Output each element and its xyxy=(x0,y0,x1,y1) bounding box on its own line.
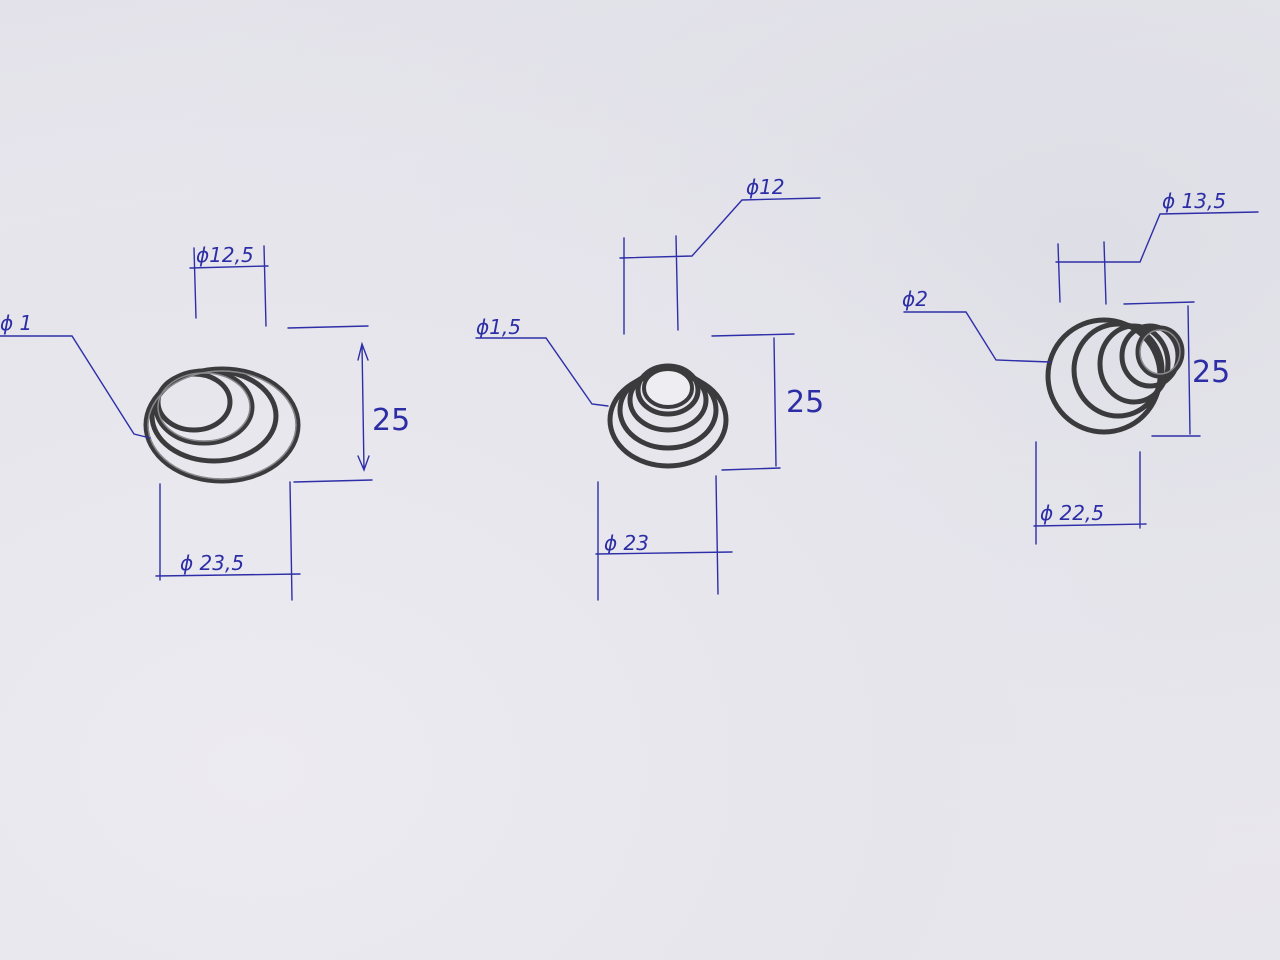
spring-1-small-diameter-dimension: ϕ12,5 xyxy=(189,243,269,327)
spring-2-height-dimension: 25 xyxy=(711,333,824,471)
spring-1-height-dimension: 25 xyxy=(287,325,410,483)
spring-2-wire-diameter-dimension: ϕ1,5 xyxy=(475,315,609,407)
spring-3-base-diameter-dimension: ϕ 22,5 xyxy=(1033,441,1147,545)
spring-3-wire-diameter-dimension: ϕ2 xyxy=(902,287,1051,363)
spring-3-coil xyxy=(1045,317,1185,435)
spring-3-small-diameter-label: ϕ 13,5 xyxy=(1162,189,1226,213)
spring-2-small-diameter-label: ϕ12 xyxy=(746,175,785,199)
spring-2-height-label: 25 xyxy=(786,385,824,420)
spring-2-small-diameter-dimension: ϕ12 xyxy=(619,175,821,335)
spring-2-wire-diameter-label: ϕ1,5 xyxy=(476,315,521,339)
spring-1-coil xyxy=(143,366,301,484)
spring-1-wire-diameter-dimension: ϕ 1 xyxy=(0,311,151,439)
spring-1-small-diameter-label: ϕ12,5 xyxy=(196,243,254,267)
spring-2-base-diameter-label: ϕ 23 xyxy=(604,531,649,555)
spring-3-height-label: 25 xyxy=(1192,355,1230,390)
spring-3-small-diameter-dimension: ϕ 13,5 xyxy=(1055,189,1259,305)
spring-3: ϕ 13,5 ϕ2 25 ϕ 22,5 xyxy=(902,189,1259,545)
spring-3-height-dimension: 25 xyxy=(1123,301,1230,437)
spring-3-base-diameter-label: ϕ 22,5 xyxy=(1040,501,1104,525)
spring-2-coil xyxy=(607,363,729,469)
spring-1-height-label: 25 xyxy=(372,403,410,438)
spring-1-base-diameter-label: ϕ 23,5 xyxy=(180,551,244,575)
spring-3-wire-diameter-label: ϕ2 xyxy=(902,287,928,311)
spring-1: ϕ12,5 ϕ 1 25 ϕ 23,5 xyxy=(0,243,410,601)
spring-2-base-diameter-dimension: ϕ 23 xyxy=(595,475,733,601)
spring-2: ϕ12 ϕ1,5 25 ϕ 23 xyxy=(475,175,824,601)
spring-1-wire-diameter-label: ϕ 1 xyxy=(0,311,32,335)
spring-1-base-diameter-dimension: ϕ 23,5 xyxy=(155,481,301,601)
